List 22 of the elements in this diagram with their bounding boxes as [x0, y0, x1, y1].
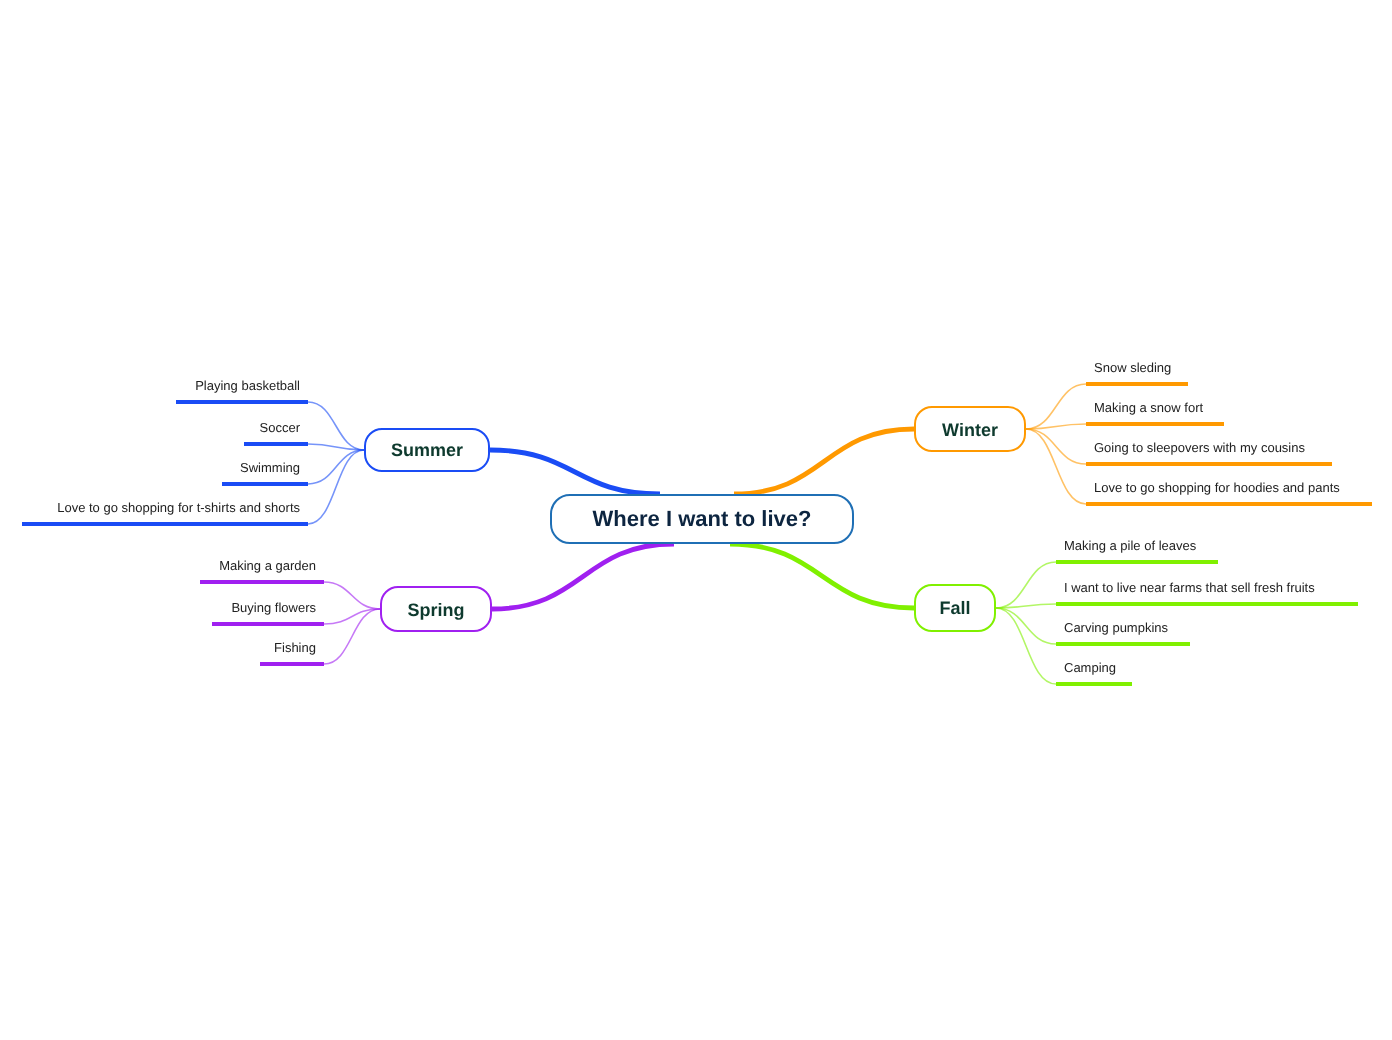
connector-line — [1025, 428, 1087, 505]
connector-line — [307, 449, 365, 525]
main-topic: Spring — [380, 586, 492, 632]
connector-line — [307, 443, 365, 451]
connector-line — [995, 603, 1057, 609]
connector-line — [729, 541, 915, 611]
connector-line — [995, 607, 1057, 685]
connector-line — [995, 607, 1057, 645]
connector-line — [307, 401, 365, 451]
connector-line — [1025, 428, 1087, 465]
connector-line — [323, 608, 381, 625]
main-topic: Fall — [914, 584, 996, 632]
connector-line — [323, 608, 381, 665]
connector-line — [1025, 423, 1087, 430]
connector-line — [307, 449, 365, 485]
central-topic: Where I want to live? — [550, 494, 854, 544]
connector-line — [491, 541, 675, 612]
connector-line — [489, 447, 661, 497]
main-topic: Summer — [364, 428, 490, 472]
connector-line — [323, 581, 381, 610]
main-topic: Winter — [914, 406, 1026, 452]
connector-line — [733, 426, 915, 497]
